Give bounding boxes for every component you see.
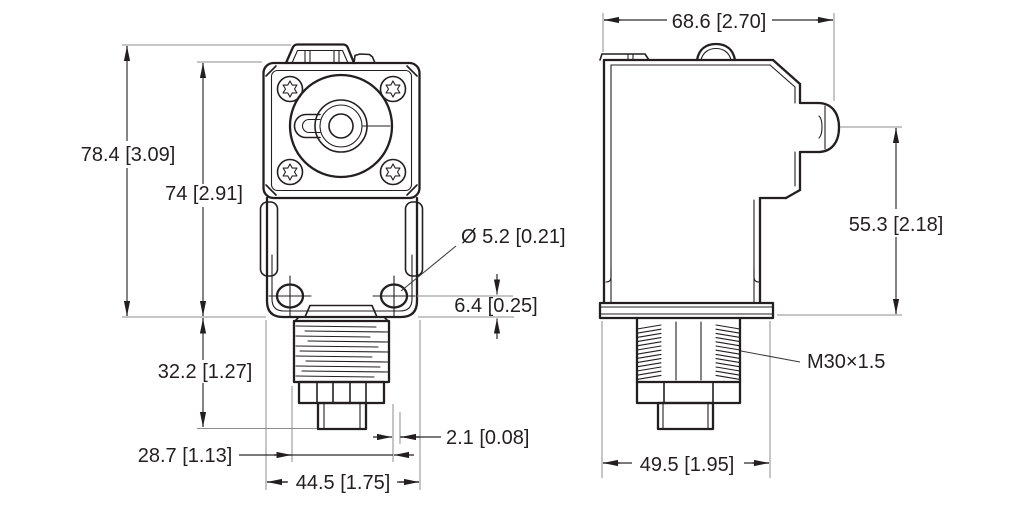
dim-flange-depth: 49.5 [1.95] — [640, 454, 735, 476]
dim-overall-depth: 68.6 [2.70] — [672, 11, 767, 33]
thread-spec-leader — [740, 350, 801, 363]
torx-screws — [276, 75, 407, 186]
top-dome-side — [695, 42, 737, 62]
dim-thread-flat-width: 28.7 [1.13] — [138, 445, 233, 467]
connector-side — [656, 401, 715, 431]
lens-front — [288, 73, 394, 179]
dimension-lines — [123, 16, 900, 486]
threaded-stem-front — [292, 316, 391, 384]
top-rear-tab — [599, 53, 650, 61]
dim-housing-height: 74 [2.91] — [165, 183, 243, 205]
dim-hole-to-base: 6.4 [0.25] — [454, 295, 537, 317]
dim-body-width: 44.5 [1.75] — [296, 472, 391, 494]
body-front — [259, 196, 424, 319]
hex-nut-front — [297, 380, 386, 405]
dimension-labels: 78.4 [3.09] 74 [2.91] Ø 5.2 [0.21] 6.4 [… — [81, 11, 944, 494]
side-view — [598, 42, 841, 431]
dim-edge-offset: 2.1 [0.08] — [446, 427, 529, 449]
sensor-head-front — [262, 61, 421, 200]
hex-nut-side — [635, 380, 742, 405]
mounting-holes — [268, 275, 416, 318]
top-connector-dome — [284, 43, 376, 65]
dim-stem-length: 32.2 [1.27] — [158, 361, 253, 383]
lens-barrel-side — [798, 101, 841, 154]
front-view — [259, 43, 424, 431]
head-corner-chamfers — [265, 65, 418, 196]
body-side — [599, 42, 802, 305]
threaded-stem-side — [635, 316, 742, 384]
mounting-tab-left — [259, 201, 279, 277]
connector-front — [316, 401, 368, 431]
leader-lines — [400, 245, 801, 363]
dim-axis-to-base: 55.3 [2.18] — [849, 214, 944, 236]
hole-dia-leader — [400, 245, 457, 292]
dim-mounting-hole-dia: Ø 5.2 [0.21] — [461, 226, 566, 248]
flange-side — [598, 301, 775, 320]
mounting-tab-right — [404, 201, 424, 277]
dim-overall-height: 78.4 [3.09] — [81, 144, 176, 166]
extension-lines — [122, 13, 902, 490]
dim-mounting-thread: M30×1.5 — [807, 351, 885, 373]
